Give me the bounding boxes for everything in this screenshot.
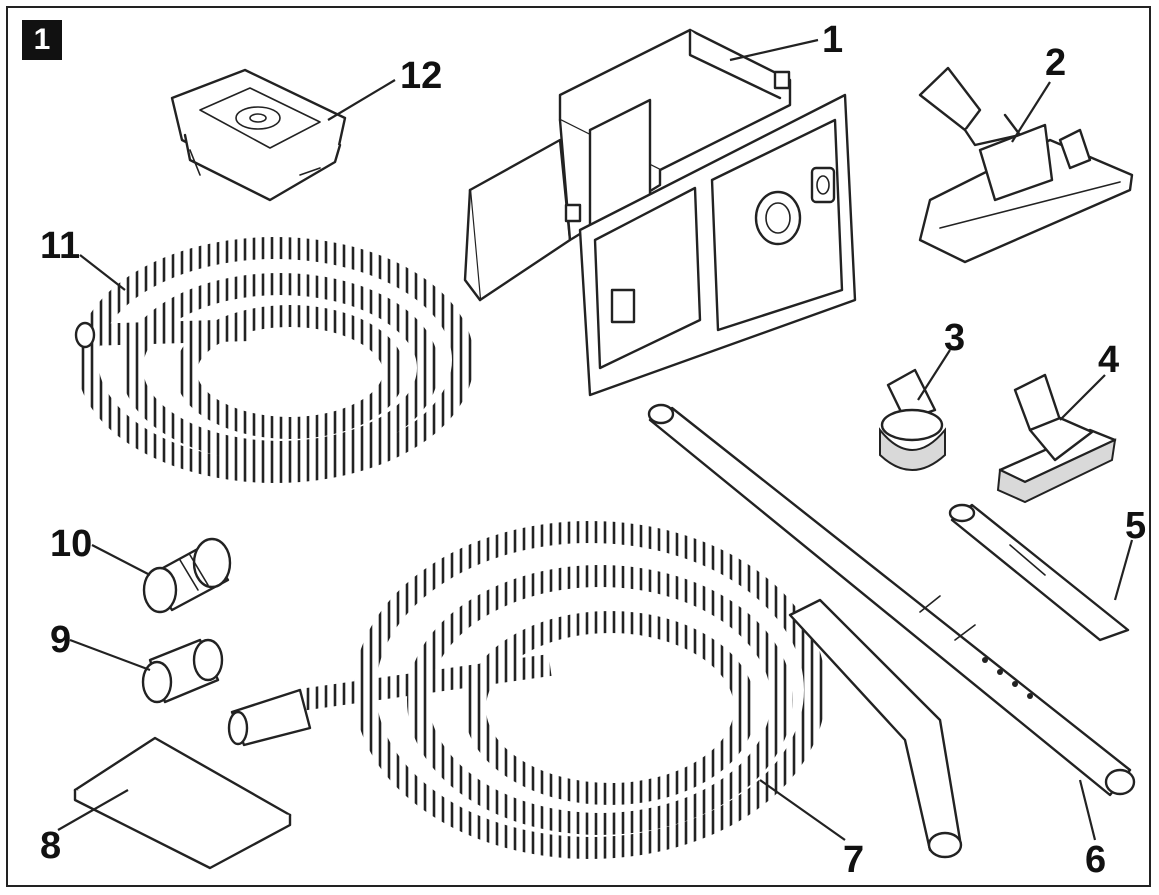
callout-5: 5: [1125, 505, 1146, 547]
callout-9: 9: [50, 619, 71, 661]
callout-4: 4: [1098, 339, 1119, 381]
power-unit-illustration: [463, 28, 857, 397]
leader-lines: [57, 38, 1134, 841]
upholstery-brush-illustration: [996, 373, 1117, 504]
callout-10: 10: [50, 523, 92, 565]
telescopic-wand-illustration: [647, 403, 1136, 797]
dusting-brush-illustration: [879, 368, 946, 471]
callout-8: 8: [40, 825, 61, 867]
floor-nozzle-illustration: [918, 66, 1134, 264]
callout-12: 12: [400, 55, 442, 97]
figure-number-badge: 1: [22, 20, 62, 60]
callout-3: 3: [944, 317, 965, 359]
dust-bag-illustration: [170, 68, 347, 202]
callout-7: 7: [843, 839, 864, 881]
crevice-tool-illustration: [948, 503, 1130, 642]
hose-adapter-illustration: [142, 537, 232, 614]
callout-6: 6: [1085, 839, 1106, 881]
exhaust-hose-illustration: [74, 237, 474, 483]
callout-11: 11: [40, 225, 80, 267]
suction-hose-illustration: [227, 521, 963, 859]
connector-sleeve-illustration: [141, 638, 224, 704]
callout-1: 1: [822, 19, 843, 61]
callout-2: 2: [1045, 42, 1066, 84]
filter-pad-illustration: [73, 736, 292, 870]
